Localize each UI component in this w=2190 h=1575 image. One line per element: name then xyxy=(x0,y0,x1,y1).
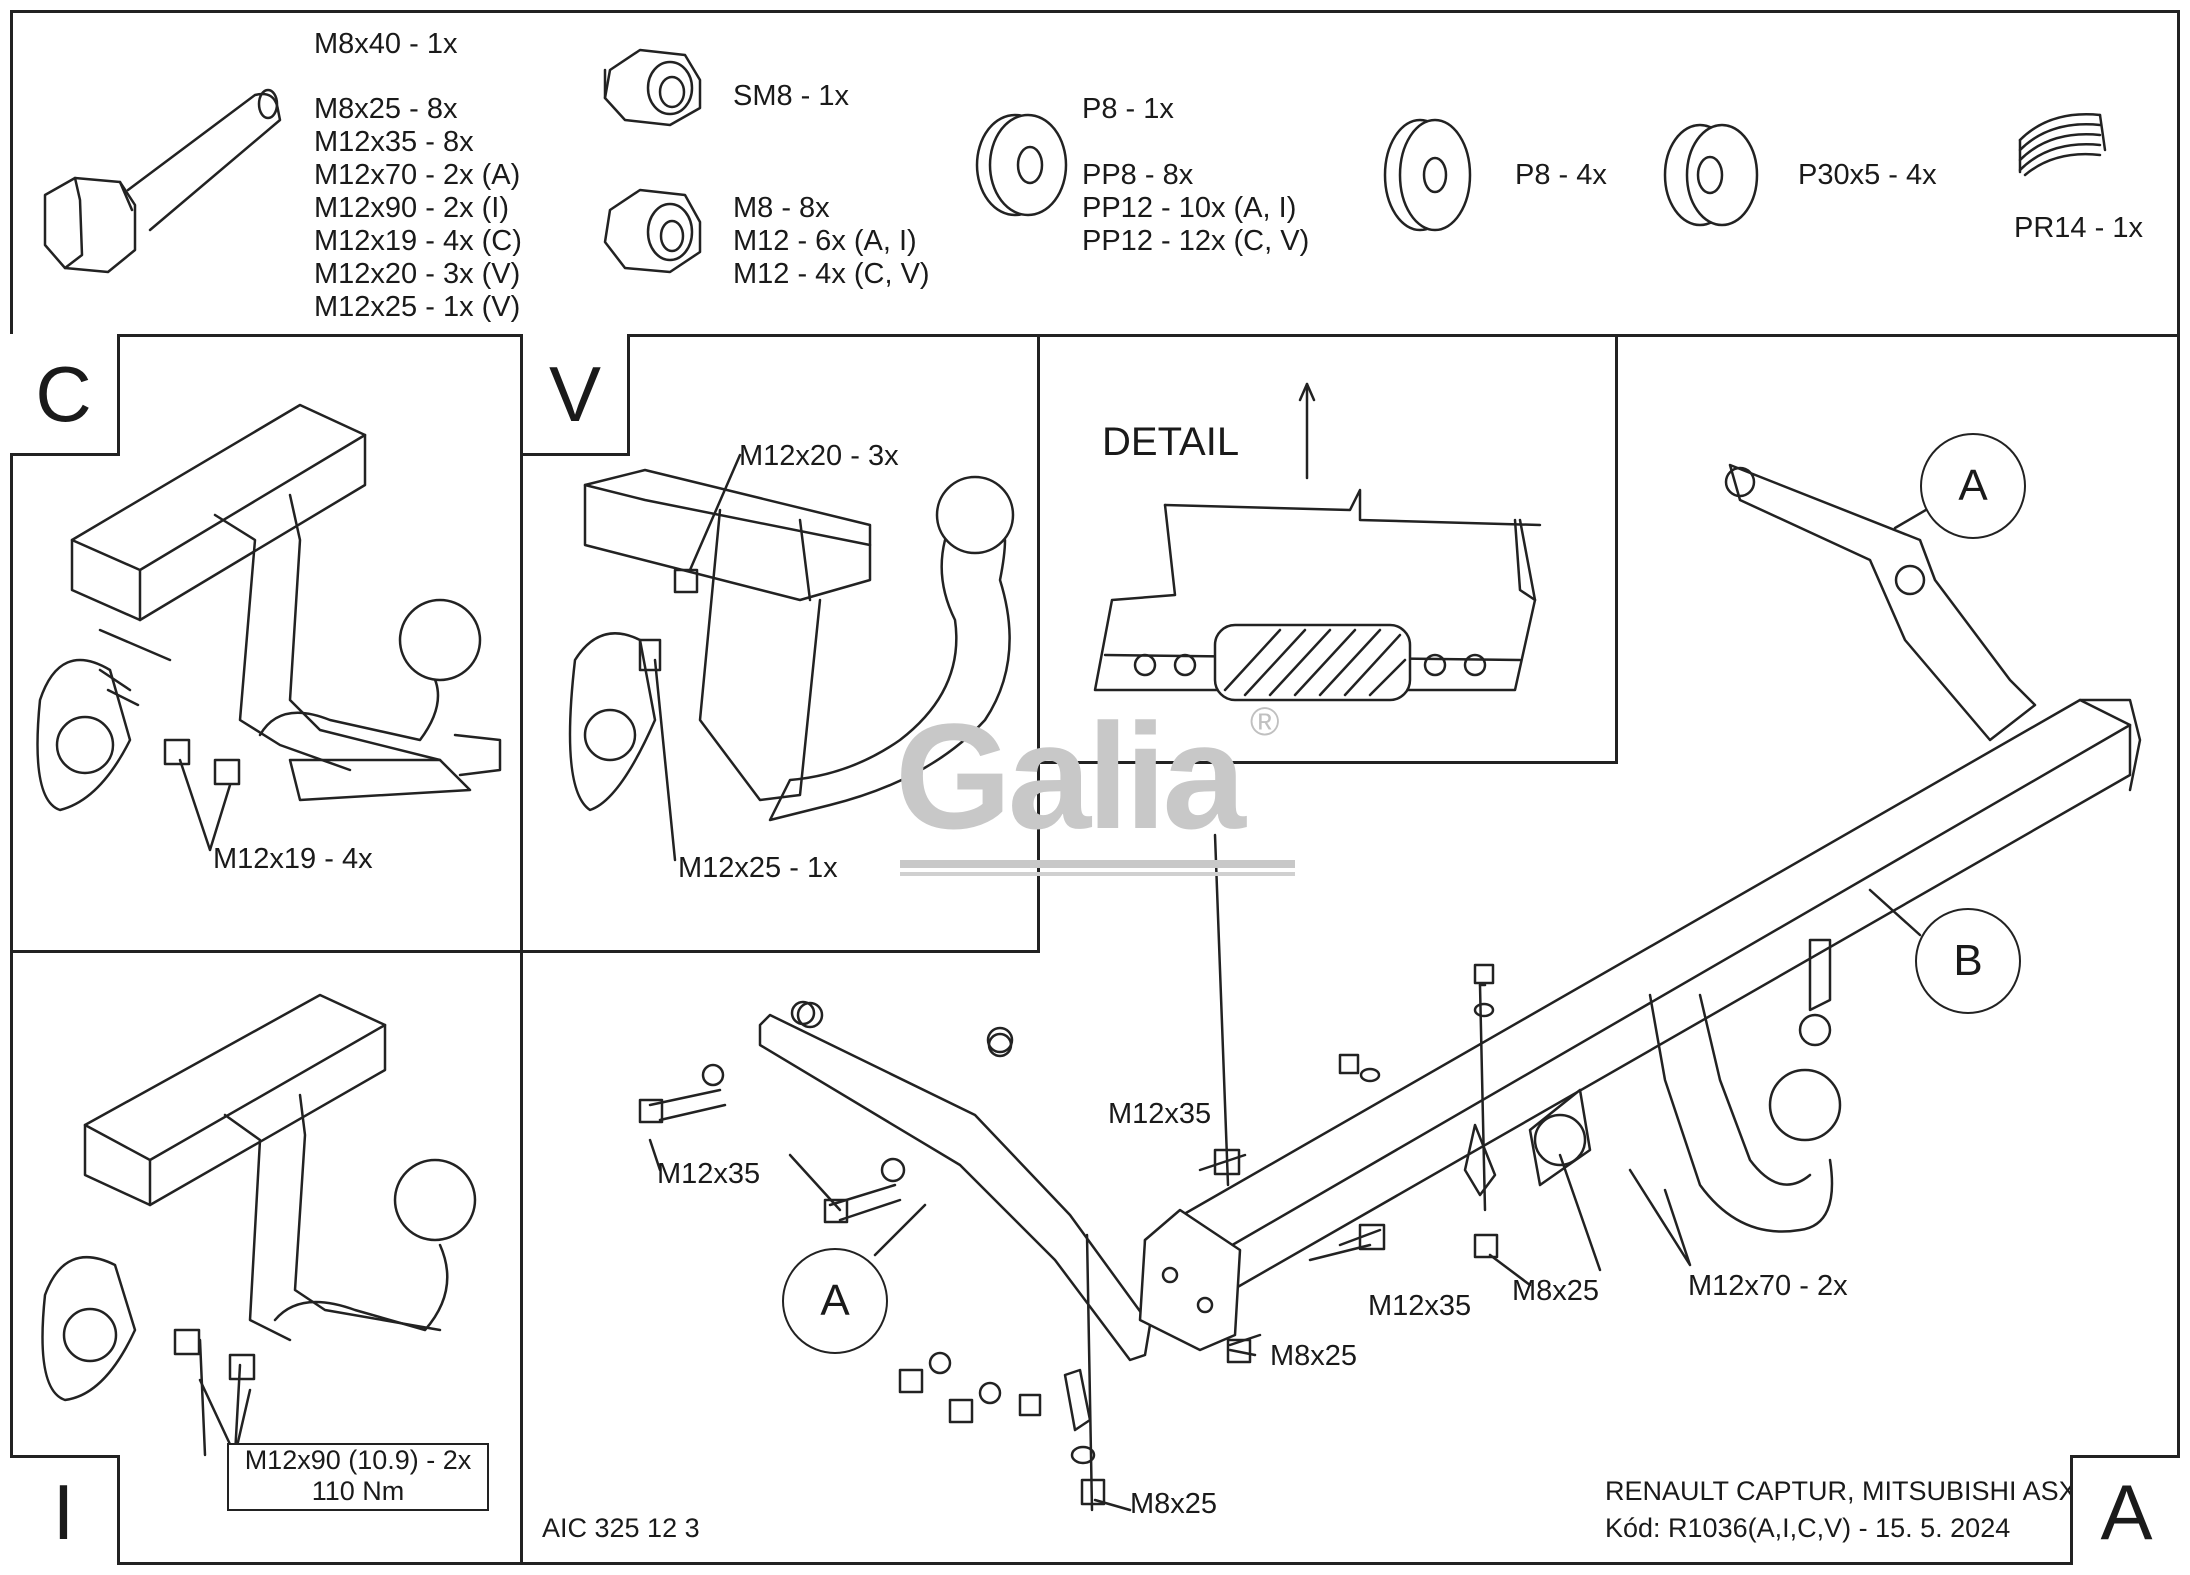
brand-watermark: Galia xyxy=(895,692,1246,860)
lock-nut-icon xyxy=(603,48,702,127)
document-code: AIC 325 12 3 xyxy=(542,1513,700,1543)
bolt-list-item: M12x25 - 1x (V) xyxy=(314,291,521,323)
main-assembly-drawing xyxy=(638,463,2142,1512)
panel-v-callout-top: M12x20 - 3x xyxy=(739,440,899,472)
panel-c-tag: C xyxy=(10,334,120,456)
towbar-vertical-v-drawing xyxy=(568,468,1015,822)
washer-large-label: P8 - 4x xyxy=(1515,159,1607,191)
outer-frame xyxy=(10,10,2180,1565)
bolt-m8x40-label: M8x40 - 1x xyxy=(314,28,458,60)
towbar-detachable-c-drawing xyxy=(36,403,502,812)
washer-p8-label: P8 - 1x xyxy=(1082,93,1174,125)
watermark-underline-2 xyxy=(900,872,1295,876)
panel-i-callout-line2: 110 Nm xyxy=(311,1476,405,1506)
label-m12x35-left: M12x35 xyxy=(657,1158,761,1190)
washer-list-item: PP12 - 10x (A, I) xyxy=(1082,192,1297,224)
panel-i-tag: I xyxy=(10,1455,120,1565)
row-divider-left xyxy=(10,950,1040,953)
detail-box-bottom xyxy=(1037,761,1618,764)
bolt-list-item: M12x20 - 3x (V) xyxy=(314,258,521,290)
header-divider xyxy=(10,334,2180,337)
col-divider-1 xyxy=(520,334,523,1565)
bolt-list-item: M8x25 - 8x xyxy=(314,93,458,125)
thick-washer-icon xyxy=(1663,123,1759,227)
spring-icon xyxy=(2018,113,2107,177)
nut-list-item: M12 - 6x (A, I) xyxy=(733,225,917,257)
towbar-fixed-i-drawing xyxy=(41,993,477,1457)
label-m12x70: M12x70 - 2x xyxy=(1688,1270,1848,1302)
registered-mark: ® xyxy=(1250,700,1280,744)
panel-v-callout-bottom: M12x25 - 1x xyxy=(678,852,838,884)
detail-box-right xyxy=(1615,334,1618,764)
panel-i-callout-line1: M12x90 (10.9) - 2x xyxy=(244,1445,472,1475)
panel-c-letter: C xyxy=(35,349,92,438)
label-m8x25-bottom: M8x25 xyxy=(1130,1488,1218,1520)
main-corner-tag: A xyxy=(2070,1455,2180,1565)
spring-label: PR14 - 1x xyxy=(2014,212,2143,244)
kit-code-date: Kód: R1036(A,I,C,V) - 15. 5. 2024 xyxy=(1605,1513,2011,1543)
label-m8x25-right: M8x25 xyxy=(1270,1340,1358,1372)
label-m12x35-top: M12x35 xyxy=(1108,1098,1212,1130)
panel-c-callout: M12x19 - 4x xyxy=(213,843,373,875)
v-panel-right-border xyxy=(1037,334,1040,953)
main-corner-letter: A xyxy=(2100,1467,2153,1556)
detail-title: DETAIL xyxy=(1102,420,1240,464)
bolt-list-item: M12x70 - 2x (A) xyxy=(314,159,521,191)
part-a-upper-label: A xyxy=(1920,433,2026,539)
thick-washer-label: P30x5 - 4x xyxy=(1798,159,1937,191)
nut-icon xyxy=(603,188,702,274)
part-b-label: B xyxy=(1915,908,2021,1014)
panel-i-callout-box: M12x90 (10.9) - 2x 110 Nm xyxy=(227,1443,489,1511)
washer-list-item: PP12 - 12x (C, V) xyxy=(1082,225,1310,257)
bolt-list-item: M12x19 - 4x (C) xyxy=(314,225,522,257)
label-m8x25-mid: M8x25 xyxy=(1512,1275,1600,1307)
nut-list-item: M8 - 8x xyxy=(733,192,830,224)
panel-v-letter: V xyxy=(548,349,602,438)
nut-list-item: M12 - 4x (C, V) xyxy=(733,258,930,290)
panel-v-tag: V xyxy=(520,334,630,456)
bolt-list-item: M12x35 - 8x xyxy=(314,126,474,158)
part-a-lower-label: A xyxy=(782,1248,888,1354)
washer-large-icon xyxy=(1383,118,1472,232)
label-m12x35-mid: M12x35 xyxy=(1368,1290,1472,1322)
vehicle-models: RENAULT CAPTUR, MITSUBISHI ASX xyxy=(1605,1476,2077,1506)
lock-nut-label: SM8 - 1x xyxy=(733,80,850,112)
watermark-underline xyxy=(900,860,1295,868)
bolt-list-item: M12x90 - 2x (I) xyxy=(314,192,509,224)
washer-icon xyxy=(975,113,1068,217)
panel-i-letter: I xyxy=(52,1467,75,1556)
bolt-icon xyxy=(43,88,282,274)
washer-list-item: PP8 - 8x xyxy=(1082,159,1194,191)
bumper-detail-drawing xyxy=(1093,382,1542,702)
